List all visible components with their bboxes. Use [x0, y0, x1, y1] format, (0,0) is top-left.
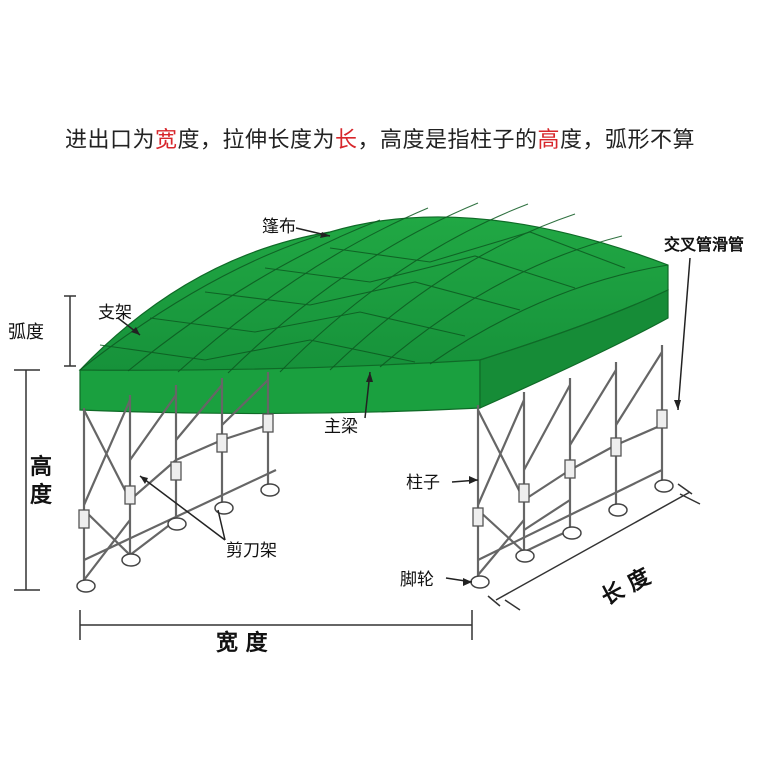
caption-part-2: 度，拉伸长度为 [177, 128, 335, 153]
label-arc-height: 弧度 [8, 322, 44, 343]
label-width: 宽 度 [216, 630, 269, 656]
caption-highlight-length: 长 [334, 128, 358, 153]
caption-part-1: 进出口为 [64, 128, 155, 153]
caption-part-4: 度，弧形不算 [560, 128, 696, 153]
label-cross-pipe: 交叉管滑管 [664, 235, 744, 254]
roof-canvas [78, 202, 669, 415]
label-height-1: 高 [30, 454, 52, 480]
frame-structure [82, 345, 664, 585]
caption-part-3: ，高度是指柱子的 [357, 128, 538, 153]
arrow-heads [131, 232, 681, 586]
caption-highlight-width: 宽 [154, 128, 178, 153]
dimension-lines [14, 295, 701, 640]
label-bracket: 支架 [98, 303, 132, 323]
label-canvas: 篷布 [262, 217, 296, 237]
label-scissor-frame: 剪刀架 [226, 541, 277, 561]
caption-highlight-height: 高 [537, 128, 561, 153]
caption: 进出口为宽度，拉伸长度为长，高度是指柱子的高度，弧形不算 [0, 122, 760, 154]
label-main-beam: 主梁 [324, 417, 358, 437]
label-caster: 脚轮 [400, 570, 434, 590]
sliding-sleeves [78, 409, 668, 529]
casters [76, 479, 674, 593]
label-length: 长 度 [597, 563, 656, 611]
roof-right-valance [479, 289, 669, 409]
label-column: 柱子 [406, 473, 440, 493]
label-height-2: 度 [30, 482, 53, 508]
